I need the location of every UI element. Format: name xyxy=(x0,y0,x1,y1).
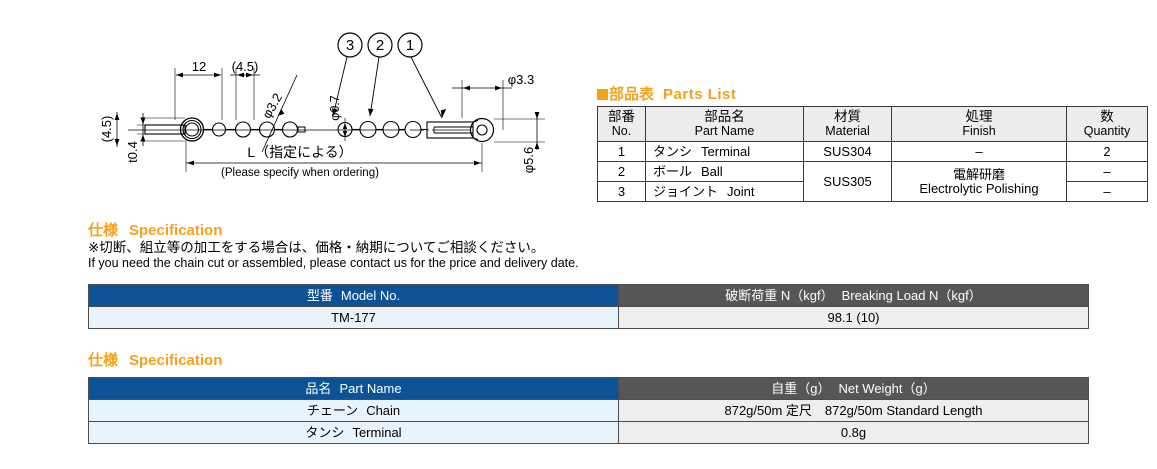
parts-list-heading: 部品表 Parts List xyxy=(597,86,1149,103)
parts-col-qty-jp: 数 xyxy=(1100,109,1114,124)
balloon-2-label: 2 xyxy=(376,37,384,54)
part-material: SUS304 xyxy=(803,141,892,162)
net-weight-col-header: 自重（g） Net Weight（g） xyxy=(618,377,1089,400)
part-no: 1 xyxy=(597,141,646,162)
parts-col-no-jp: 部番 xyxy=(608,109,635,124)
part-no: 3 xyxy=(597,181,646,202)
table-row: 2 ボール Ball SUS305 電解研磨 Electrolytic Polis… xyxy=(597,161,1148,202)
model-col-header-en: Model No. xyxy=(340,288,401,303)
part-qty: – xyxy=(1066,181,1148,202)
table-row: 1 タンシ Terminal SUS304 – 2 xyxy=(597,141,1148,162)
net-weight-col-header-en: Net Weight（g） xyxy=(838,381,936,396)
part-name: ボール Ball xyxy=(645,161,804,182)
model-table-header-row: 型番 Model No. 破断荷重 N（kgf） Breaking Load N（k… xyxy=(88,284,1089,307)
spec1-heading-en: Specification xyxy=(129,222,223,239)
part-name-col-header-en: Part Name xyxy=(339,381,402,396)
dim-phi07-label: φ0.7 xyxy=(328,95,342,121)
parts-col-name-jp: 部品名 xyxy=(704,109,745,124)
part-name-en: Ball xyxy=(701,163,723,179)
part-name-jp: ジョイント xyxy=(653,183,719,199)
overall-length-label-en: (Please specify when ordering) xyxy=(221,167,379,179)
part-finish-jp: 電解研磨 xyxy=(952,166,1005,182)
part-name-jp: タンシ xyxy=(653,143,693,159)
part-name-col-header: 品名 Part Name xyxy=(88,377,619,400)
part-name: タンシ Terminal xyxy=(645,141,804,162)
weight-value: 872g/50m 定尺 872g/50m Standard Length xyxy=(618,399,1089,422)
model-value: TM-177 xyxy=(88,306,619,329)
parts-col-no: 部番 No. xyxy=(597,106,646,142)
parts-list-section: 部品表 Parts List 部番 No. 部品名 Part Name 材質 xyxy=(597,86,1149,202)
parts-col-material: 材質 Material xyxy=(803,106,892,142)
dim-45-top-label: (4.5) xyxy=(232,59,259,74)
parts-list-heading-jp: 部品表 xyxy=(609,86,655,103)
table-row: TM-177 98.1 (10) xyxy=(88,306,1089,329)
part-material: SUS305 xyxy=(803,161,892,202)
spec1-note-jp: ※切断、組立等の加工をする場合は、価格・納期についてご相談ください。 xyxy=(88,240,545,255)
model-col-header-jp: 型番 xyxy=(306,288,333,303)
part-name-en: Joint xyxy=(727,183,755,199)
model-col-header: 型番 Model No. xyxy=(88,284,619,307)
part-name-jp: ボール xyxy=(653,163,693,179)
spec1-heading-jp: 仕様 xyxy=(88,222,119,239)
weight-part-name-jp: タンシ xyxy=(305,425,345,440)
table-row: チェーン Chain 872g/50m 定尺 872g/50m Standard … xyxy=(88,399,1089,422)
technical-drawing: 12 (4.5) φ3.2 (4.5) t0.4 φ0.7 φ3.3 φ5.6 … xyxy=(0,0,600,205)
parts-col-finish: 処理 Finish xyxy=(891,106,1067,142)
part-finish: 電解研磨 Electrolytic Polishing xyxy=(891,161,1067,202)
breaking-load-col-header-en: Breaking Load N（kgf） xyxy=(841,288,982,303)
dim-12-label: 12 xyxy=(192,59,206,74)
weight-table-header-row: 品名 Part Name 自重（g） Net Weight（g） xyxy=(88,377,1089,400)
parts-col-material-en: Material xyxy=(825,124,870,138)
breaking-load-value: 98.1 (10) xyxy=(618,306,1089,329)
part-name: ジョイント Joint xyxy=(645,181,804,202)
weight-part-name-en: Terminal xyxy=(352,425,402,440)
part-finish-en: Electrolytic Polishing xyxy=(919,180,1039,196)
breaking-load-col-header-jp: 破断荷重 N（kgf） xyxy=(725,288,834,303)
dim-phi33-label: φ3.3 xyxy=(508,72,535,87)
dim-phi56-label: φ5.6 xyxy=(521,147,536,174)
table-row: 3 ジョイント Joint – xyxy=(597,181,1148,202)
parts-col-qty-en: Quantity xyxy=(1083,124,1131,138)
model-breaking-load-table: 型番 Model No. 破断荷重 N（kgf） Breaking Load N（k… xyxy=(88,284,1089,329)
weight-part-name: タンシ Terminal xyxy=(88,421,619,444)
part-name-en: Terminal xyxy=(701,143,751,159)
parts-list-table: 部番 No. 部品名 Part Name 材質 Material 処理 Fini… xyxy=(597,106,1148,202)
dim-phi32-label: φ3.2 xyxy=(259,91,285,121)
spec1-heading: 仕様 Specification xyxy=(88,222,1088,239)
net-weight-col-header-jp: 自重（g） xyxy=(771,381,831,396)
part-no: 2 xyxy=(597,161,646,182)
weight-value: 0.8g xyxy=(618,421,1089,444)
weight-part-name-en: Chain xyxy=(366,403,401,418)
dim-45-left-label: (4.5) xyxy=(99,116,114,143)
parts-col-name-en: Part Name xyxy=(694,124,755,138)
parts-col-no-en: No. xyxy=(611,124,632,138)
parts-col-finish-jp: 処理 xyxy=(965,109,993,124)
spec2-heading-jp: 仕様 xyxy=(88,352,119,369)
weight-part-name-jp: チェーン xyxy=(306,403,359,418)
parts-col-finish-en: Finish xyxy=(962,124,996,138)
part-qty: – xyxy=(1066,161,1148,182)
specification-section-2: 仕様 Specification xyxy=(88,352,222,369)
part-qty: 2 xyxy=(1066,141,1148,162)
parts-col-qty: 数 Quantity xyxy=(1066,106,1148,142)
balloon-3-label: 3 xyxy=(346,37,354,54)
breaking-load-col-header: 破断荷重 N（kgf） Breaking Load N（kgf） xyxy=(618,284,1089,307)
part-name-col-header-jp: 品名 xyxy=(305,381,332,396)
weight-part-name: チェーン Chain xyxy=(88,399,619,422)
balloon-1-label: 1 xyxy=(406,37,414,54)
specification-section-1: 仕様 Specification ※切断、組立等の加工をする場合は、価格・納期につ… xyxy=(88,222,1088,271)
net-weight-table: 品名 Part Name 自重（g） Net Weight（g） チェーン Chain… xyxy=(88,377,1089,444)
overall-length-label-jp: L（指定による） xyxy=(247,144,352,160)
parts-list-header-row: 部番 No. 部品名 Part Name 材質 Material 処理 Fini… xyxy=(597,106,1148,142)
parts-list-heading-en: Parts List xyxy=(663,86,737,103)
dim-t04-label: t0.4 xyxy=(125,141,140,163)
spec2-heading: 仕様 Specification xyxy=(88,352,222,369)
part-finish: – xyxy=(891,141,1067,162)
table-row: タンシ Terminal 0.8g xyxy=(88,421,1089,444)
parts-col-name: 部品名 Part Name xyxy=(645,106,804,142)
spec1-note-en: If you need the chain cut or assembled, … xyxy=(88,256,579,270)
square-bullet-icon xyxy=(597,89,608,100)
parts-col-material-jp: 材質 xyxy=(834,109,861,124)
spec2-heading-en: Specification xyxy=(129,352,223,369)
